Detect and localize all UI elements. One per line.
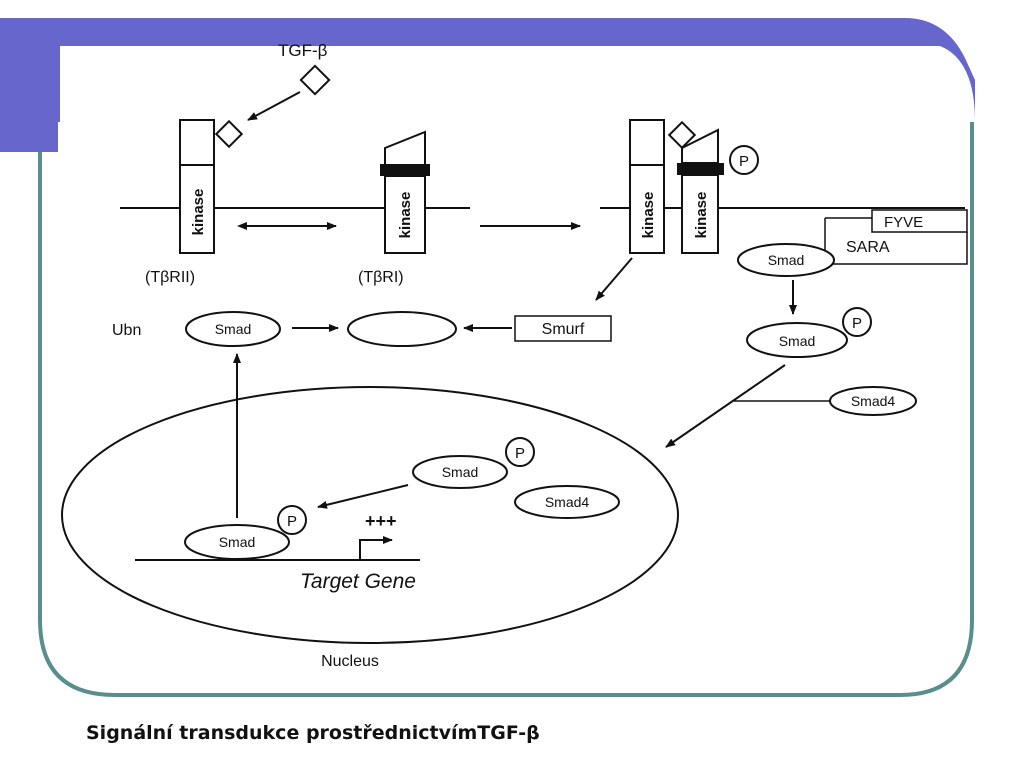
phospho-smad-cytoplasm: [746, 322, 848, 358]
phospho-badge-nucleus: [505, 437, 535, 467]
smad-label-nucleus: Smad: [442, 464, 479, 480]
tbri-receptor: kinase: [380, 130, 430, 254]
smurf-box: [514, 315, 612, 342]
phospho-badge-receptor: [729, 145, 759, 175]
smad-label-ubn: Smad: [215, 321, 252, 337]
phospho-badge-dna: [277, 505, 307, 535]
fyve-label: FYVE: [884, 214, 923, 231]
degraded-complex: [347, 311, 457, 347]
smad4-nucleus: [514, 485, 620, 519]
dna-binding-arrow: [317, 484, 409, 509]
slide-caption: Signální transdukce prostřednictvímTGF-β: [86, 722, 540, 744]
receptor-to-smurf-arrow: [595, 257, 633, 301]
target-gene-label: Target Gene: [300, 570, 416, 593]
tbrii-label: (TβRII): [145, 269, 195, 286]
smad4-label-nucleus: Smad4: [545, 494, 590, 510]
nucleus: [61, 386, 679, 644]
phospho-label-nucleus: P: [515, 445, 525, 462]
tbrii-receptor: kinase: [179, 119, 244, 254]
kinase-label-complex-2: kinase: [693, 192, 710, 239]
kinase-label-tbri: kinase: [397, 192, 414, 239]
smad-label-dna: Smad: [219, 534, 256, 550]
smad-ubiquitinated: [185, 311, 281, 347]
phospho-smad-nucleus: [412, 455, 508, 489]
promoter-arrow: [359, 536, 393, 560]
tgf-beta-label: TGF-β: [278, 41, 328, 60]
receptor-complex: kinase kinase P: [629, 119, 759, 254]
smad-on-sara: [737, 243, 835, 277]
ligand-binding-arrow: [247, 91, 301, 121]
kinase-label-complex-1: kinase: [640, 192, 657, 239]
content-frame: [38, 122, 974, 697]
smad-label-cytoplasm: Smad: [779, 333, 816, 349]
tbri-label: (TβRI): [358, 269, 404, 286]
bound-ligand-diamond: [214, 119, 244, 149]
nucleus-label: Nucleus: [321, 653, 379, 670]
phospho-label-dna: P: [287, 513, 297, 530]
smurf-label: Smurf: [542, 321, 585, 338]
nuclear-import-arrow: [665, 364, 786, 448]
phospho-label-receptor: P: [739, 153, 749, 170]
smad4-label-cytoplasm: Smad4: [851, 393, 896, 409]
phospho-badge-cytoplasm: [842, 307, 872, 337]
smad4-cytoplasm: [829, 386, 917, 416]
activation-plus-label: +++: [365, 511, 397, 531]
phospho-label-cytoplasm: P: [852, 315, 862, 332]
ubn-label: Ubn: [112, 322, 141, 339]
ligand-diamond: [299, 64, 331, 96]
sara-label: SARA: [846, 239, 890, 256]
smad-label-sara: Smad: [768, 252, 805, 268]
kinase-label-tbrii: kinase: [190, 189, 207, 236]
sara-fyve-anchor: FYVE SARA: [824, 209, 968, 265]
